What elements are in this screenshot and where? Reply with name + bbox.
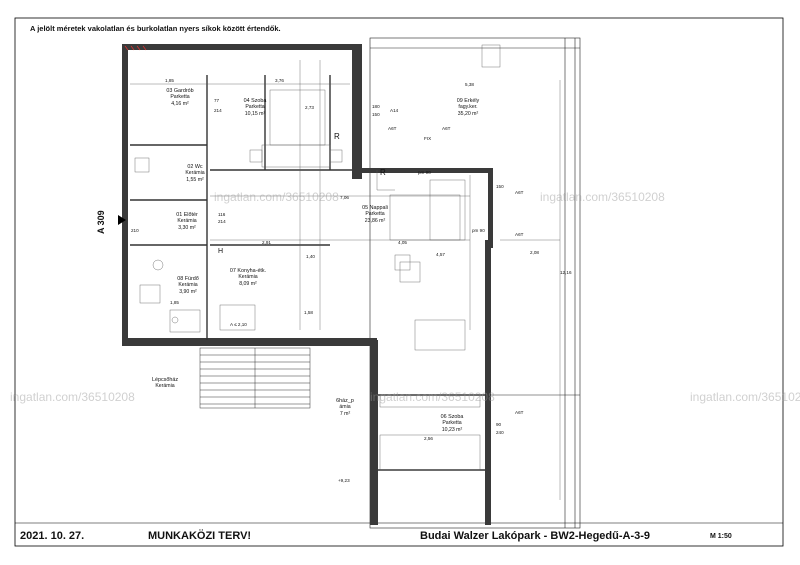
dim-3: 5,38 bbox=[465, 82, 474, 87]
dim-h6: 240 bbox=[496, 430, 504, 435]
footer-project: Budai Walzer Lakópark - BW2-Hegedű-A-3-9 bbox=[420, 530, 651, 542]
dim-h10: 214 bbox=[218, 219, 226, 224]
partitions bbox=[130, 75, 485, 471]
dim-8: 12,16 bbox=[560, 270, 572, 275]
dim-4: 7,06 bbox=[340, 195, 349, 200]
dim-a1: A14 bbox=[390, 108, 399, 113]
dim-fix: FIX bbox=[424, 136, 432, 141]
dim-h7: 90 bbox=[496, 422, 502, 427]
footer-status: MUNKAKÖZI TERV! bbox=[148, 530, 252, 542]
dim-14: 1,85 bbox=[170, 300, 179, 305]
entrance-arrow-icon bbox=[118, 215, 126, 225]
dim-7: 2,08 bbox=[530, 250, 539, 255]
dim-13: 2,73 bbox=[305, 105, 314, 110]
dim-5: 4,05 bbox=[398, 240, 407, 245]
dim-h9: 116 bbox=[218, 212, 226, 217]
dim-1: 1,85 bbox=[165, 78, 174, 83]
apartment-label: A 309 bbox=[96, 210, 106, 234]
dim-a5: A6T bbox=[515, 232, 524, 237]
balcony-outline bbox=[369, 37, 581, 529]
dim-a-small: A ≤ 2,10 bbox=[230, 322, 247, 327]
dim-a3: A6T bbox=[442, 126, 451, 131]
dim-h1: 77 bbox=[214, 98, 220, 103]
dim-2: 3,76 bbox=[275, 78, 284, 83]
dim-9: 4,57 bbox=[436, 252, 445, 257]
dim-pm1: pm 90 bbox=[418, 170, 431, 175]
dim-6: 2,91 bbox=[262, 240, 271, 245]
sheet-frame bbox=[14, 17, 784, 547]
dim-a2: A6T bbox=[388, 126, 397, 131]
dim-11: 1,58 bbox=[304, 310, 313, 315]
wall-hatch bbox=[124, 45, 147, 51]
footer-date: 2021. 10. 27. bbox=[20, 530, 85, 542]
footer-scale: M 1:50 bbox=[710, 533, 732, 540]
dim-h3: 180 bbox=[372, 104, 380, 109]
staircase bbox=[199, 347, 311, 409]
dim-a4: A6T bbox=[515, 190, 524, 195]
dim-level: +9,23 bbox=[338, 478, 350, 483]
dim-10: 2,56 bbox=[424, 436, 433, 441]
walls bbox=[122, 44, 493, 525]
dim-h-mark: H bbox=[218, 248, 224, 255]
dim-pm2: pm 90 bbox=[472, 228, 485, 233]
dim-a6: A6T bbox=[515, 410, 524, 415]
dim-r2: R bbox=[380, 168, 386, 177]
header-note: A jelölt méretek vakolatlan és burkolatl… bbox=[30, 24, 281, 33]
dim-h8: 210 bbox=[131, 228, 139, 233]
detail-lines bbox=[130, 44, 561, 500]
dim-h4: 150 bbox=[372, 112, 380, 117]
dim-h2: 214 bbox=[214, 108, 222, 113]
dim-12: 1,40 bbox=[306, 254, 315, 259]
dim-h5: 150 bbox=[496, 184, 504, 189]
dim-r1: R bbox=[334, 132, 340, 141]
